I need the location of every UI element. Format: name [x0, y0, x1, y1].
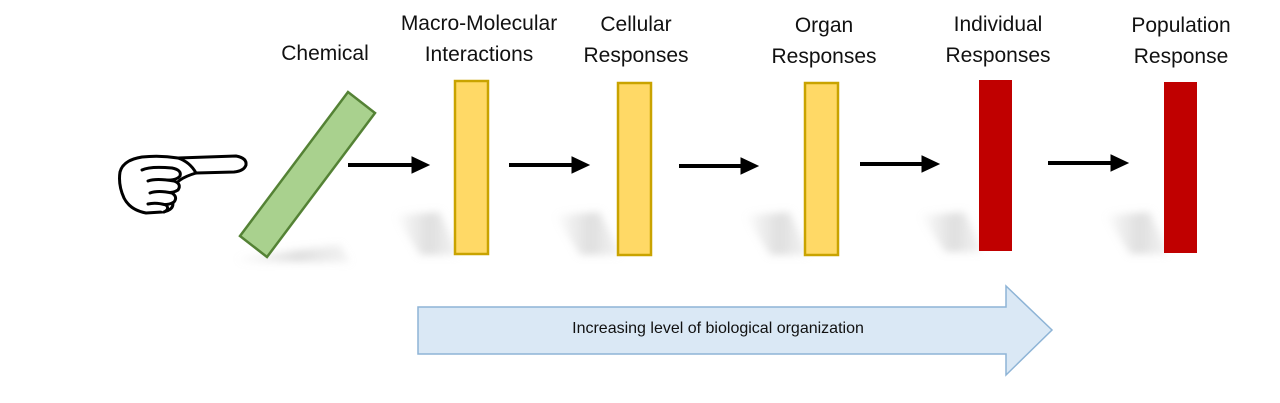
stage-label-individual: Individual Responses	[945, 9, 1050, 71]
stage-label-organ: Organ Responses	[771, 10, 876, 72]
individual-shadow	[920, 212, 982, 252]
stage-label-line: Responses	[771, 45, 877, 68]
stage-label-line: Interactions	[424, 43, 534, 66]
flow-arrows	[348, 154, 1130, 175]
arrow-individual-to-population	[1048, 154, 1130, 172]
stage-label-line: Chemical	[281, 42, 369, 65]
stage-label-chemical: Chemical	[281, 38, 369, 69]
organization-arrow-label: Increasing level of biological organizat…	[572, 320, 864, 337]
population-bar	[1164, 82, 1197, 253]
arrow-chemical-to-macro	[348, 156, 431, 174]
stage-label-population: Population Response	[1131, 10, 1230, 72]
arrow-macro-to-cellular	[509, 156, 591, 174]
stage-label-line: Response	[1133, 45, 1229, 68]
chemical-bar	[238, 90, 377, 259]
arrow-organ-to-individual	[860, 155, 941, 173]
stage-label-macro-molecular: Macro-Molecular Interactions	[401, 8, 557, 70]
organization-arrow	[417, 284, 1054, 377]
cellular-shadow	[555, 212, 620, 255]
chemical-shadow	[235, 245, 350, 262]
stage-label-line: Individual	[953, 13, 1043, 36]
shadows	[235, 212, 1168, 262]
stage-label-line: Organ	[794, 14, 854, 37]
pointing-hand-icon	[118, 154, 248, 215]
organ-shadow	[745, 212, 808, 255]
stage-label-line: Cellular	[600, 13, 672, 36]
stage-label-line: Macro-Molecular	[400, 12, 558, 35]
arrow-cellular-to-organ	[679, 157, 760, 175]
stage-label-line: Responses	[945, 44, 1051, 67]
individual-bar	[979, 80, 1012, 251]
stage-label-cellular: Cellular Responses	[583, 9, 688, 71]
macro-molecular-bar	[453, 79, 490, 256]
macro-shadow	[395, 212, 458, 255]
organ-bar	[803, 81, 840, 257]
stage-label-line: Responses	[583, 44, 689, 67]
stage-label-line: Population	[1131, 14, 1231, 37]
cellular-bar	[616, 81, 653, 257]
population-shadow	[1105, 212, 1168, 254]
